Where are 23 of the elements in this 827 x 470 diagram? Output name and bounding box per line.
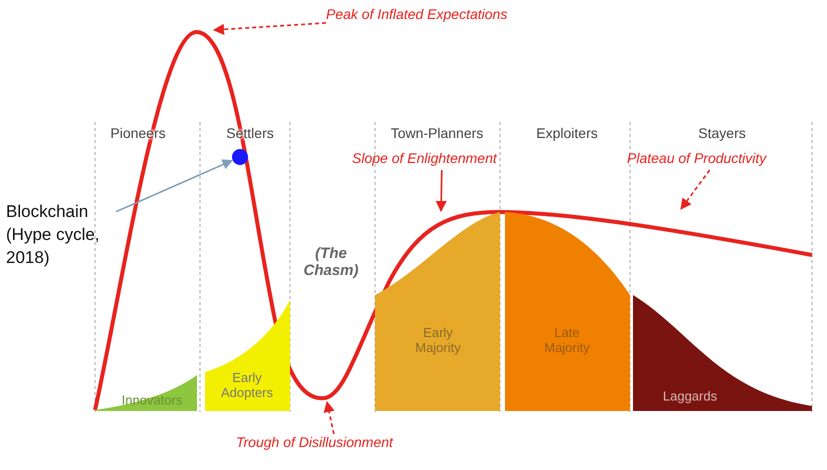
- marker-dot: [232, 149, 248, 165]
- column-heading: Stayers: [698, 125, 746, 141]
- annotation-text: Plateau of Productivity: [627, 150, 807, 170]
- arrow: [436, 170, 447, 212]
- segment-label: Late Majority: [543, 325, 591, 355]
- column-heading: Town-Planners: [390, 125, 484, 141]
- segment-label: Early Adopters: [220, 370, 274, 400]
- arrow: [680, 170, 710, 210]
- arrow: [324, 400, 335, 434]
- adoption-curve-segment: [204, 299, 291, 411]
- arrow: [116, 160, 233, 212]
- annotation-text: Trough of Disillusionment: [236, 434, 436, 454]
- adoption-curve-segment: [374, 211, 501, 411]
- annotation-text: Slope of Enlightenment: [352, 150, 532, 170]
- arrow: [212, 22, 326, 35]
- annotation-text: Blockchain (Hype cycle, 2018): [6, 200, 116, 272]
- gap-label: (The Chasm): [302, 245, 360, 279]
- adoption-curve-segment: [504, 211, 631, 411]
- segment-label: Early Majority: [414, 325, 462, 355]
- segment-label: Laggards: [662, 388, 718, 404]
- adoption-curve-segment: [632, 294, 813, 411]
- annotation-text: Peak of Inflated Expectations: [326, 6, 546, 26]
- column-heading: Exploiters: [536, 125, 598, 141]
